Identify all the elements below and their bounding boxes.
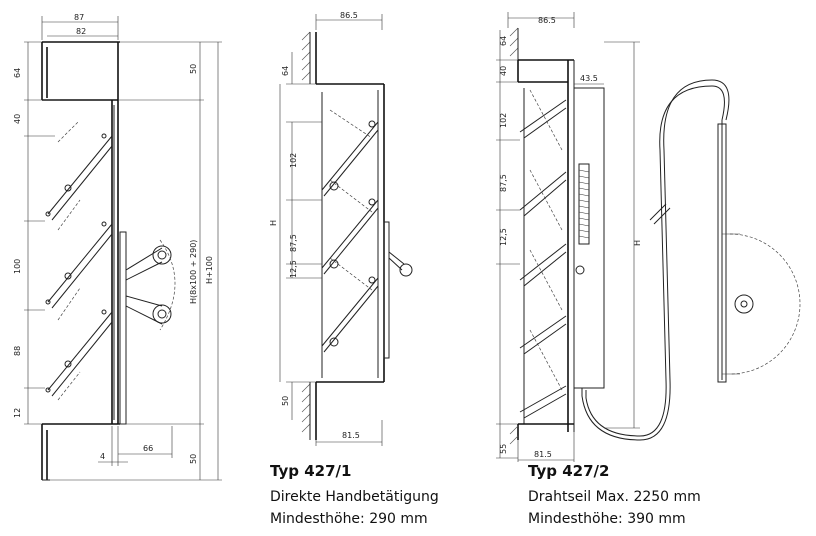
dim-right-81-5: 81.5 (534, 450, 552, 459)
dim-mid-50: 50 (281, 396, 290, 406)
dim-left-h-plus: H+100 (205, 256, 214, 284)
dim-mid-12-5: 12,5 (289, 260, 298, 278)
dim-left-87: 87 (74, 13, 84, 22)
dim-right-102: 102 (499, 113, 508, 128)
dim-mid-64: 64 (281, 66, 290, 76)
dim-right-64: 64 (499, 36, 508, 46)
dim-left-66: 66 (143, 444, 153, 453)
dim-right-86-5: 86.5 (538, 16, 556, 25)
dim-left-88: 88 (13, 346, 22, 356)
dim-mid-102: 102 (289, 153, 298, 168)
caption-typ-427-2-line2: Mindesthöhe: 390 mm (528, 511, 686, 527)
dim-mid-87-5: 87,5 (289, 234, 298, 252)
dim-right-h: H (633, 240, 642, 246)
caption-typ-427-1-line2: Mindesthöhe: 290 mm (270, 511, 428, 527)
dim-right-40: 40 (499, 66, 508, 76)
dim-mid-h: H (269, 220, 278, 226)
dim-left-40: 40 (13, 114, 22, 124)
right-drawing: 86.5 (496, 12, 801, 462)
caption-typ-427-2-line1: Drahtseil Max. 2250 mm (528, 489, 701, 505)
dim-left-h-formula: H(8x100 + 290) (189, 240, 198, 304)
dim-mid-81-5: 81.5 (342, 431, 360, 440)
middle-drawing: 86.5 (269, 11, 413, 446)
dim-left-4: 4 (100, 452, 105, 461)
dim-right-43-5: 43.5 (580, 74, 598, 83)
dim-left-82: 82 (76, 27, 86, 36)
dim-left-100: 100 (13, 259, 22, 274)
dim-left-50-top: 50 (189, 64, 198, 74)
dim-mid-86-5: 86.5 (340, 11, 358, 20)
dim-left-12: 12 (13, 408, 22, 418)
dim-left-64: 64 (13, 68, 22, 78)
dim-right-55: 55 (499, 444, 508, 454)
left-drawing: 87 82 64 40 100 88 12 (13, 13, 222, 481)
caption-typ-427-2-title: Typ 427/2 (528, 462, 610, 480)
dim-left-50-bottom: 50 (189, 454, 198, 464)
caption-typ-427-1-title: Typ 427/1 (270, 462, 352, 480)
dim-right-87-5: 87,5 (499, 174, 508, 192)
caption-typ-427-1-line1: Direkte Handbetätigung (270, 489, 439, 505)
dim-right-12-5: 12,5 (499, 228, 508, 246)
